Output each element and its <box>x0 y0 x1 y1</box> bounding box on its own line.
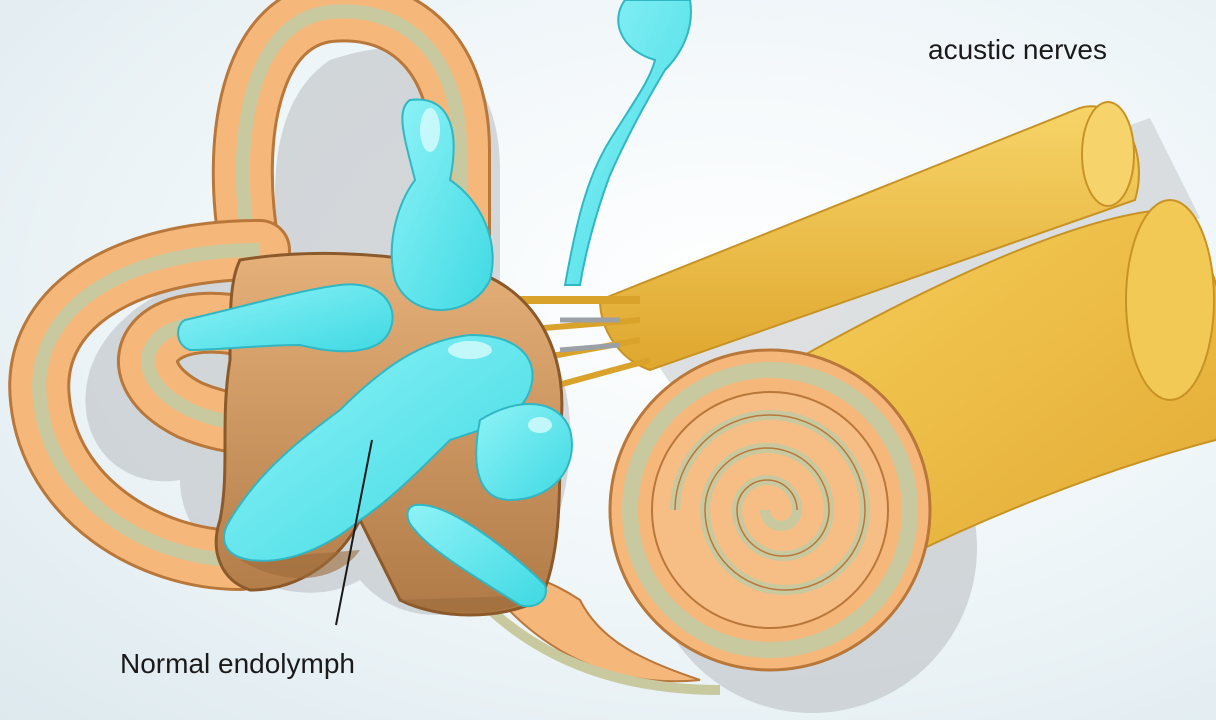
acoustic-nerves-label: acustic nerves <box>928 34 1107 66</box>
normal-endolymph-label: Normal endolymph <box>120 648 355 680</box>
